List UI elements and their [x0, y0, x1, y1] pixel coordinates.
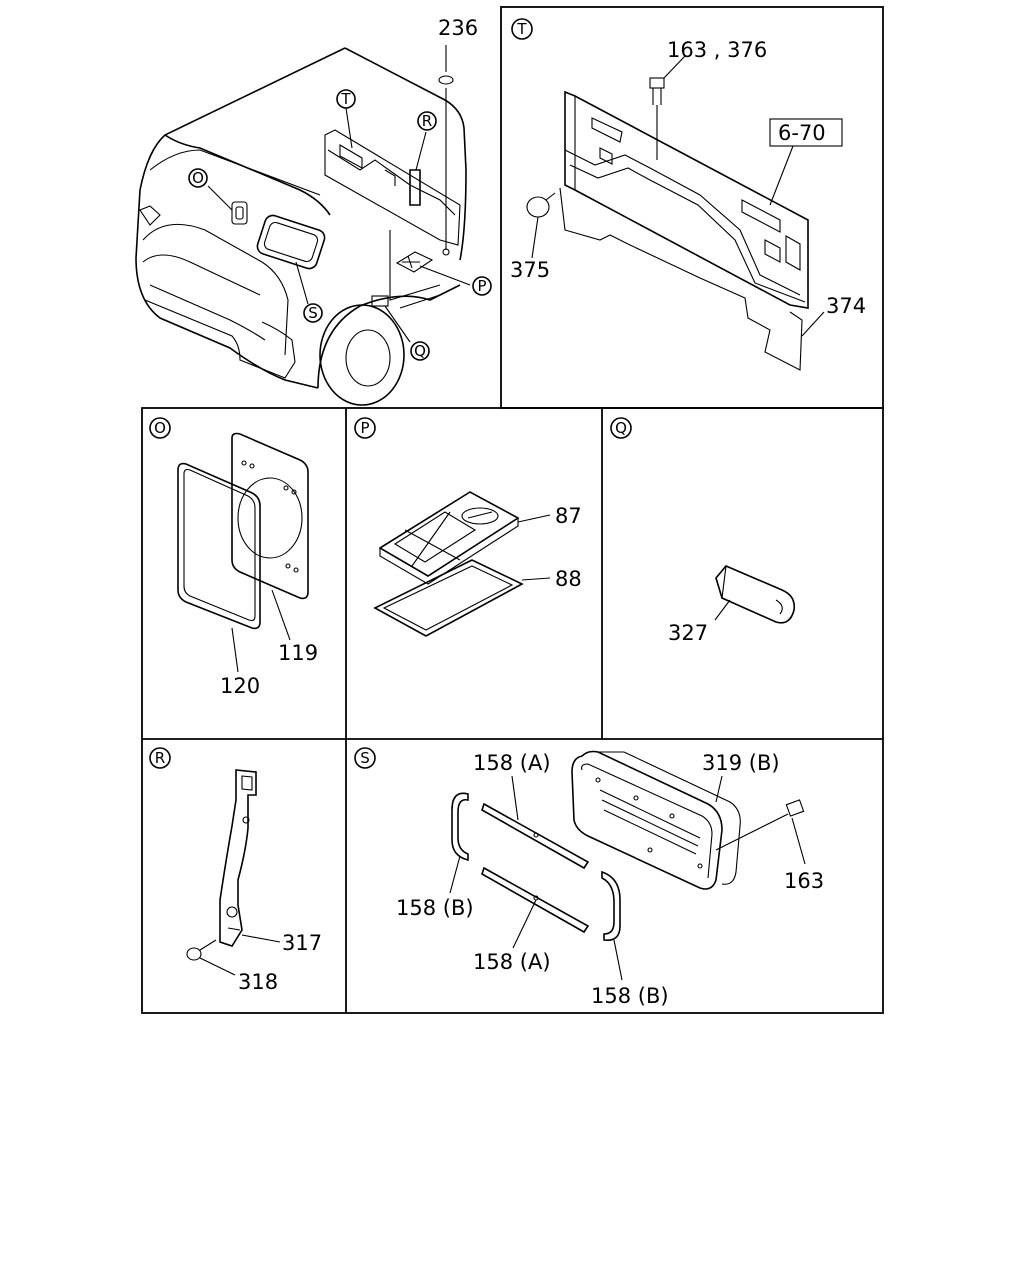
panel-q-letter: Q: [615, 419, 627, 437]
panel-s: S 158 (A) 158 (A) 158 (B) 158 (B) 319 (B…: [354, 747, 824, 1008]
part-label-163-376: 163 , 376: [667, 38, 767, 62]
part-label-375: 375: [510, 258, 550, 282]
part-label-158b-right: 158 (B): [591, 984, 669, 1008]
callout-letter-r: R: [422, 112, 432, 130]
part-label-120: 120: [220, 674, 260, 698]
part-label-374: 374: [826, 294, 866, 318]
callout-letter-t: T: [340, 90, 351, 108]
panel-p: P 87 88: [354, 417, 582, 637]
panel-t-letter: T: [516, 20, 527, 38]
callout-letter-q: Q: [414, 342, 426, 360]
panel-t: T 163 , 376 6-70 375 374: [510, 18, 866, 371]
part-label-163: 163: [784, 869, 824, 893]
panel-o: O 119 120: [149, 417, 318, 698]
panel-r-letter: R: [155, 749, 165, 767]
panel-r: R 317 318: [149, 747, 322, 994]
callout-letter-s: S: [308, 304, 318, 322]
part-label-158a-top: 158 (A): [473, 751, 551, 775]
part-label-6-70: 6-70: [778, 121, 826, 145]
panel-q: Q 327: [610, 417, 796, 645]
callout-letter-o: O: [192, 169, 204, 187]
part-label-88: 88: [555, 567, 582, 591]
part-label-158a-bottom: 158 (A): [473, 950, 551, 974]
part-label-236: 236: [438, 16, 478, 40]
part-label-327: 327: [668, 621, 708, 645]
part-label-87: 87: [555, 504, 582, 528]
panel-frames: [141, 6, 884, 1014]
panel-o-letter: O: [154, 419, 166, 437]
part-label-318: 318: [238, 970, 278, 994]
part-label-119: 119: [278, 641, 318, 665]
part-label-319b: 319 (B): [702, 751, 780, 775]
vehicle-overview: O T R P Q S 236: [135, 16, 492, 406]
part-label-158b-left: 158 (B): [396, 896, 474, 920]
callout-letter-p: P: [477, 277, 486, 295]
panel-p-letter: P: [360, 419, 369, 437]
part-label-317: 317: [282, 931, 322, 955]
panel-s-letter: S: [360, 749, 370, 767]
